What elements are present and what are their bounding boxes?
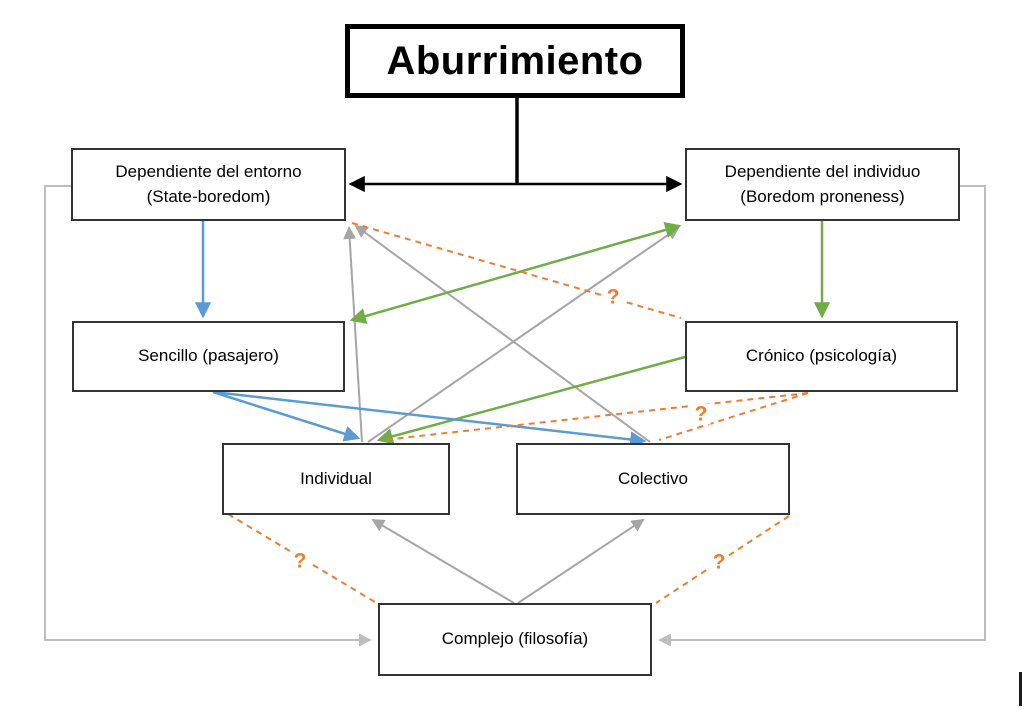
node-boredom-proneness-line2: (Boredom proneness) xyxy=(740,186,905,206)
node-sencillo: Sencillo (pasajero) xyxy=(72,321,345,392)
connector-sencillo-to-individual xyxy=(212,390,361,442)
node-boredom-proneness: Dependiente del individuo (Boredom prone… xyxy=(685,148,960,221)
connector-cronico-to-individual-dashed xyxy=(382,392,809,441)
node-cronico: Crónico (psicología) xyxy=(685,321,958,392)
connector-cronico-to-individual xyxy=(376,355,686,445)
node-aburrimiento-label: Aburrimiento xyxy=(386,38,644,83)
connector-complejo-to-individual xyxy=(371,519,515,604)
node-sencillo-label: Sencillo (pasajero) xyxy=(138,346,279,366)
connector-state-to-cronico-dashed xyxy=(351,222,682,319)
text-cursor-artifact xyxy=(1019,672,1022,706)
question-mark-individual-complejo: ? xyxy=(290,550,310,572)
node-individual: Individual xyxy=(222,443,450,515)
connector-sencillo-individuo-biarrow xyxy=(349,222,682,324)
node-state-boredom-line2: (State-boredom) xyxy=(146,186,271,206)
connector-state-to-complejo-elbow xyxy=(44,185,372,647)
node-individual-label: Individual xyxy=(300,468,372,488)
question-mark-cronico-lower: ? xyxy=(691,403,711,425)
connector-individual-to-individuo xyxy=(367,226,680,443)
node-state-boredom: Dependiente del entorno (State-boredom) xyxy=(71,148,346,221)
node-complejo: Complejo (filosofía) xyxy=(378,603,652,676)
node-complejo-label: Complejo (filosofía) xyxy=(441,629,589,649)
connector-individuo-to-complejo-elbow xyxy=(658,185,986,647)
question-mark-colectivo-complejo: ? xyxy=(709,551,729,573)
connector-colectivo-to-state xyxy=(354,224,651,443)
node-state-boredom-line1: Dependiente del entorno xyxy=(115,161,302,181)
connector-cronico-to-colectivo-dashed xyxy=(658,392,809,441)
node-cronico-label: Crónico (psicología) xyxy=(745,346,898,366)
node-colectivo: Colectivo xyxy=(516,443,790,515)
connector-complejo-to-colectivo xyxy=(517,518,645,604)
question-mark-state-cronico: ? xyxy=(603,286,623,308)
node-aburrimiento: Aburrimiento xyxy=(345,24,685,98)
node-colectivo-label: Colectivo xyxy=(618,468,688,488)
connector-sencillo-to-colectivo xyxy=(212,390,647,448)
node-boredom-proneness-line1: Dependiente del individuo xyxy=(724,161,921,181)
